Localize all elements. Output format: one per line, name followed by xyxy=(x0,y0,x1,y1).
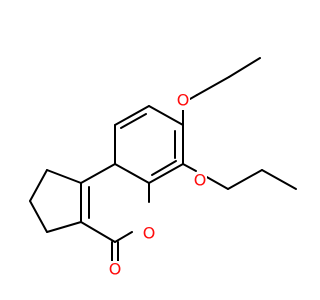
atom-o-top: O xyxy=(176,91,190,110)
bond-propyl-top-1 xyxy=(228,57,261,78)
structure-canvas: O O O O xyxy=(29,57,297,279)
bond-propyl-top-2 xyxy=(196,76,230,96)
bond-lactone-5 xyxy=(114,231,133,243)
bond-lactone-4 xyxy=(80,221,116,243)
bond-propyl-bottom-2 xyxy=(227,169,263,190)
bond-cp-1 xyxy=(46,169,82,184)
atom-o-carbonyl: O xyxy=(108,260,122,279)
bond-propyl-bottom-1 xyxy=(204,175,229,190)
bond-cp-4 xyxy=(46,221,82,233)
bond-cp-3 xyxy=(29,200,48,233)
bond-propyl-top-o xyxy=(189,94,198,100)
molecule-structure: O O O O xyxy=(29,57,297,279)
bond-ar-o-bottom xyxy=(182,163,197,172)
atom-o-ring: O xyxy=(142,224,156,243)
bond-propyl-bottom-3 xyxy=(261,169,297,190)
atom-o-bottom: O xyxy=(193,171,207,190)
atom-label-o-carbonyl: O xyxy=(109,260,122,279)
bond-cp-2 xyxy=(29,169,48,202)
bond-lactone-2 xyxy=(80,163,116,184)
atom-label-o-bottom: O xyxy=(194,171,207,190)
bond-ar-1 xyxy=(148,105,184,126)
atom-label-o-ring: O xyxy=(143,224,156,243)
bond-ar-double-2 xyxy=(151,160,177,176)
bond-ar-5 xyxy=(148,163,184,184)
bond-ar-double-1 xyxy=(120,113,147,129)
atom-label-o-top: O xyxy=(177,91,190,110)
bond-ar-2 xyxy=(114,105,150,126)
bond-ar-4 xyxy=(114,163,150,184)
